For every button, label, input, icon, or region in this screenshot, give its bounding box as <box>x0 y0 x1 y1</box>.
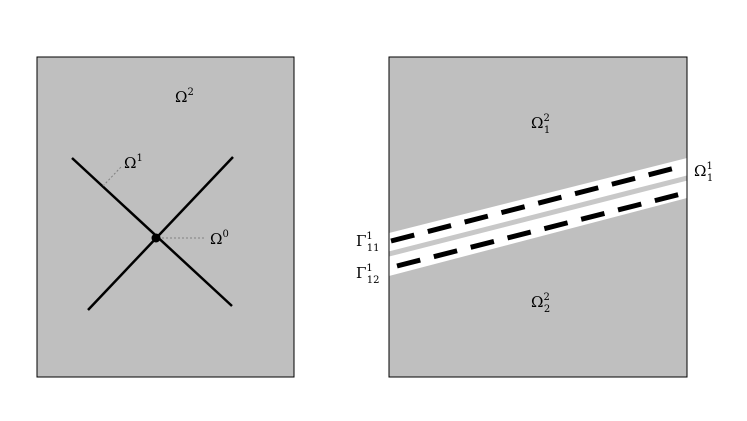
fracture-line-b <box>87 156 234 311</box>
label-omega1-1-sub: 1 <box>707 173 713 184</box>
label-omega2: Ω2 <box>175 87 194 106</box>
label-omega2-1-sub: 1 <box>544 125 550 136</box>
label-omega2-2-sub: 2 <box>544 304 550 315</box>
label-gamma12-base: Γ <box>356 264 366 282</box>
label-omega2-2-base: Ω <box>531 293 543 311</box>
label-omega0-sup: 0 <box>222 229 228 240</box>
label-omega2-sup: 2 <box>187 87 193 98</box>
right-strip-group <box>389 158 687 276</box>
label-gamma12-sup: 1 <box>366 263 372 274</box>
fracture-midline <box>389 175 687 257</box>
right-domain-border <box>388 56 688 378</box>
label-omega1-sup: 1 <box>136 153 142 164</box>
label-gamma11-sup: 1 <box>366 231 372 242</box>
label-omega2-2-sup: 2 <box>543 292 549 303</box>
label-omega1: Ω1 <box>124 153 143 172</box>
left-panel: Ω2 Ω1 Ω0 <box>36 56 295 378</box>
label-gamma11-base: Γ <box>356 232 366 250</box>
label-omega1-1-sup: 1 <box>706 161 712 172</box>
fracture-line-a <box>71 157 233 307</box>
intersection-point-omega0 <box>151 233 161 243</box>
label-omega2-1-sup: 2 <box>543 113 549 124</box>
label-omega0-base: Ω <box>210 230 222 248</box>
left-domain-omega2 <box>36 56 295 378</box>
label-omega1-1-base: Ω <box>694 162 706 180</box>
label-omega1-base: Ω <box>124 154 136 172</box>
label-omega2-base: Ω <box>175 88 187 106</box>
label-omega0: Ω0 <box>210 229 229 248</box>
label-gamma11-sub: 11 <box>367 243 380 254</box>
interface-gamma11 <box>390 164 680 244</box>
label-gamma12-sub: 12 <box>367 275 380 286</box>
interface-gamma12 <box>396 191 682 269</box>
leader-omega1 <box>102 166 122 187</box>
label-omega2-1-base: Ω <box>531 114 543 132</box>
